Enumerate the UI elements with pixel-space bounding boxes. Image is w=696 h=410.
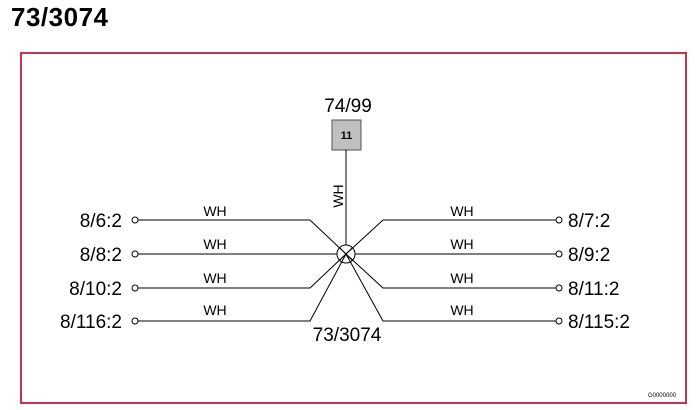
terminal-label: 8/11:2 bbox=[568, 279, 619, 300]
wire-color: WH bbox=[450, 236, 473, 252]
wire-line bbox=[138, 253, 347, 289]
wire-color: WH bbox=[203, 236, 226, 252]
terminal-label: 8/10:2 bbox=[69, 279, 122, 300]
terminal-label: 8/7:2 bbox=[568, 211, 610, 232]
wire-line bbox=[345, 253, 556, 322]
wire-line bbox=[138, 253, 347, 322]
terminal-dot bbox=[131, 250, 139, 258]
connector-wire-color: WH bbox=[330, 184, 346, 207]
connector-label: 74/99 bbox=[324, 96, 372, 117]
wire-color: WH bbox=[203, 270, 226, 286]
terminal-dot bbox=[131, 284, 139, 292]
wire-line bbox=[345, 219, 556, 255]
terminal-label: 8/8:2 bbox=[80, 245, 122, 266]
wire-line bbox=[345, 253, 556, 289]
diagram-frame bbox=[20, 52, 687, 404]
left-wires: 8/6:2 WH 8/8:2 WH 8/10:2 WH 8/116:2 WH bbox=[60, 203, 347, 333]
terminal-label: 8/115:2 bbox=[568, 312, 630, 333]
terminal-dot bbox=[131, 216, 139, 224]
connector-pin: 11 bbox=[341, 130, 353, 142]
terminal-dot bbox=[555, 284, 563, 292]
terminal-dot bbox=[555, 250, 563, 258]
terminal-dot bbox=[555, 317, 563, 325]
splice-label: 73/3074 bbox=[313, 325, 382, 346]
wire-color: WH bbox=[203, 203, 226, 219]
wire-line bbox=[138, 219, 347, 255]
drawing-code: G0000000 bbox=[648, 393, 677, 399]
terminal-label: 8/116:2 bbox=[60, 312, 122, 333]
wire-color: WH bbox=[450, 302, 473, 318]
terminal-label: 8/9:2 bbox=[568, 245, 610, 266]
wire-color: WH bbox=[203, 302, 226, 318]
diagram-title: 73/3074 bbox=[11, 2, 109, 32]
terminal-dot bbox=[131, 317, 139, 325]
terminal-dot bbox=[555, 216, 563, 224]
right-wires: 8/7:2 WH 8/9:2 WH 8/11:2 WH 8/115:2 WH bbox=[345, 203, 630, 333]
wire-color: WH bbox=[450, 270, 473, 286]
wire-color: WH bbox=[450, 203, 473, 219]
terminal-label: 8/6:2 bbox=[80, 211, 122, 232]
